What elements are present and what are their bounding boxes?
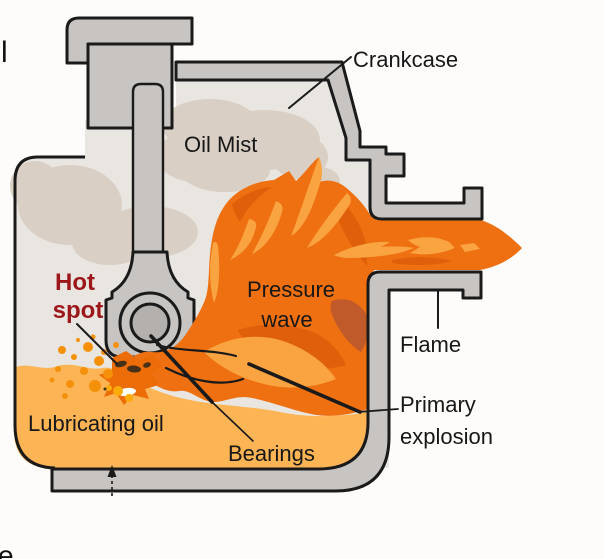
- spark: [106, 385, 112, 391]
- leader-bearings-thin: [211, 401, 254, 442]
- spark: [58, 346, 66, 354]
- flame-hot-patch: [330, 299, 369, 352]
- spark: [55, 366, 61, 372]
- spark: [66, 380, 74, 388]
- burn-mark: [103, 387, 107, 391]
- leader-bearings-thick: [149, 334, 214, 404]
- sparks: [49, 334, 119, 399]
- flame-highlights: [204, 157, 480, 388]
- swirl-line: [164, 366, 245, 384]
- leader-lines: [76, 56, 439, 442]
- bottom-dashed-arrow: [107, 465, 117, 498]
- label-flame: Flame: [400, 332, 461, 357]
- label-crankcase: Crankcase: [353, 47, 458, 72]
- spark: [49, 377, 55, 383]
- flame-shadow: [392, 257, 452, 266]
- label-hot-spot-line2: spot: [53, 297, 104, 324]
- flame-tongue: [307, 193, 351, 248]
- leader-primary-thick: [247, 362, 362, 414]
- crankcase-shell: [50, 60, 484, 493]
- spark: [113, 386, 123, 396]
- flame-tongue: [334, 241, 414, 258]
- crankcase-roof-wall: [174, 60, 484, 221]
- label-pressure-wave-line2: wave: [260, 307, 312, 332]
- flame-tongue: [291, 157, 323, 236]
- label-hot-spot-line1: Hot: [55, 269, 95, 296]
- bearing-journal: [129, 302, 171, 344]
- mist-cloud: [180, 148, 270, 192]
- leader-hot-spot: [76, 323, 118, 365]
- burn-marks: [103, 360, 151, 391]
- flame-tongue: [204, 336, 336, 388]
- label-primary-explosion-line2: explosion: [400, 424, 493, 449]
- bright-sparks: [106, 385, 133, 402]
- label-primary-explosion-line1: Primary: [400, 392, 476, 417]
- spark: [71, 354, 77, 360]
- label-pressure-wave-line1: Pressure: [247, 277, 335, 302]
- flame-shadow: [232, 187, 272, 222]
- spark: [103, 369, 113, 379]
- swirl-line: [155, 343, 238, 358]
- cropped-letter-bottom-left: e: [0, 540, 14, 559]
- label-lubricating-oil: Lubricating oil: [28, 411, 164, 436]
- flame-tongue: [408, 237, 455, 255]
- spark: [80, 367, 88, 375]
- mist-cloud: [10, 161, 60, 211]
- spark: [62, 393, 68, 399]
- spark: [94, 356, 104, 366]
- crankcase-left-outline: [13, 155, 85, 470]
- spark: [83, 342, 93, 352]
- burn-mark: [127, 365, 141, 373]
- spark: [76, 338, 80, 342]
- piston-rod: [131, 82, 165, 260]
- crankcase-lower-wall: [50, 270, 483, 493]
- flame-tongue: [230, 219, 257, 260]
- burn-mark: [143, 362, 151, 368]
- flame-swirl-lines: [155, 343, 245, 384]
- cropped-letter-top-left: l: [1, 36, 8, 69]
- dashed-arrow-head: [107, 465, 117, 477]
- flame-tongue: [252, 201, 283, 254]
- flame-tongue: [210, 242, 220, 303]
- spark: [125, 394, 133, 402]
- flame-tongue: [460, 243, 480, 252]
- spark: [89, 380, 101, 392]
- spark: [113, 342, 119, 348]
- label-bearings: Bearings: [228, 441, 315, 466]
- leader-crankcase: [288, 56, 352, 109]
- leader-primary-thin: [357, 408, 399, 413]
- lubricating-oil-pool: [14, 364, 368, 468]
- label-oil-mist: Oil Mist: [184, 132, 257, 157]
- burn-mark: [115, 360, 127, 368]
